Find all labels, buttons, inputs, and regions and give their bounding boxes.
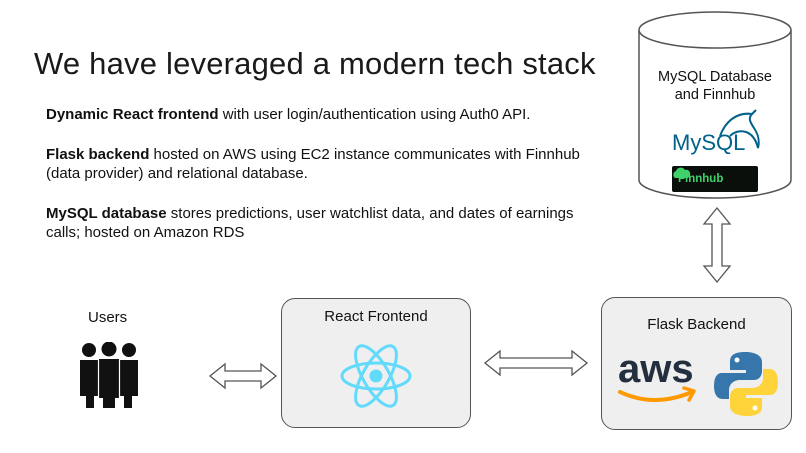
finnhub-cloud-icon <box>673 167 691 178</box>
bullet-database-text: stores predictions, user watchlist data,… <box>46 204 574 242</box>
finnhub-logo: Finnhub <box>672 166 758 192</box>
cylinder-shape <box>638 11 792 199</box>
double-arrow-frontend-backend <box>483 349 589 377</box>
description-list: Dynamic React frontend with user login/a… <box>46 105 606 263</box>
slide-title: We have leveraged a modern tech stack <box>34 46 596 81</box>
aws-wordmark: aws <box>618 348 694 391</box>
mysql-wordmark: MySQL <box>672 130 745 155</box>
aws-logo-icon: aws <box>618 348 696 402</box>
bullet-frontend-bold: Dynamic React frontend <box>46 106 219 123</box>
database-label: MySQL Database and Finnhub <box>638 68 792 104</box>
react-frontend-box: React Frontend <box>281 298 471 428</box>
bullet-frontend: Dynamic React frontend with user login/a… <box>46 105 606 125</box>
flask-backend-label: Flask Backend <box>647 316 746 333</box>
users-label: Users <box>88 309 128 326</box>
database-cylinder: MySQL Database and Finnhub MySQL Finnhub <box>638 10 792 200</box>
bullet-backend: Flask backend hosted on AWS using EC2 in… <box>46 145 606 184</box>
database-label-line2: and Finnhub <box>674 87 756 103</box>
react-logo-icon <box>340 344 412 408</box>
python-logo-icon <box>714 352 778 416</box>
bullet-frontend-text: with user login/authentication using Aut… <box>218 106 531 123</box>
bullet-database: MySQL database stores predictions, user … <box>46 204 606 243</box>
react-frontend-label: React Frontend <box>324 308 428 325</box>
bullet-database-bold: MySQL database <box>46 204 167 222</box>
users-icon <box>80 342 138 408</box>
flask-backend-box: Flask Backend aws <box>601 297 792 430</box>
mysql-dolphin-icon: MySQL <box>672 109 760 155</box>
bullet-backend-bold: Flask backend <box>46 145 150 163</box>
database-label-line1: MySQL Database <box>658 69 772 85</box>
bullet-backend-text: hosted on AWS using EC2 instance communi… <box>46 145 580 183</box>
double-arrow-users-frontend <box>208 362 278 390</box>
double-arrow-vertical <box>702 206 732 284</box>
